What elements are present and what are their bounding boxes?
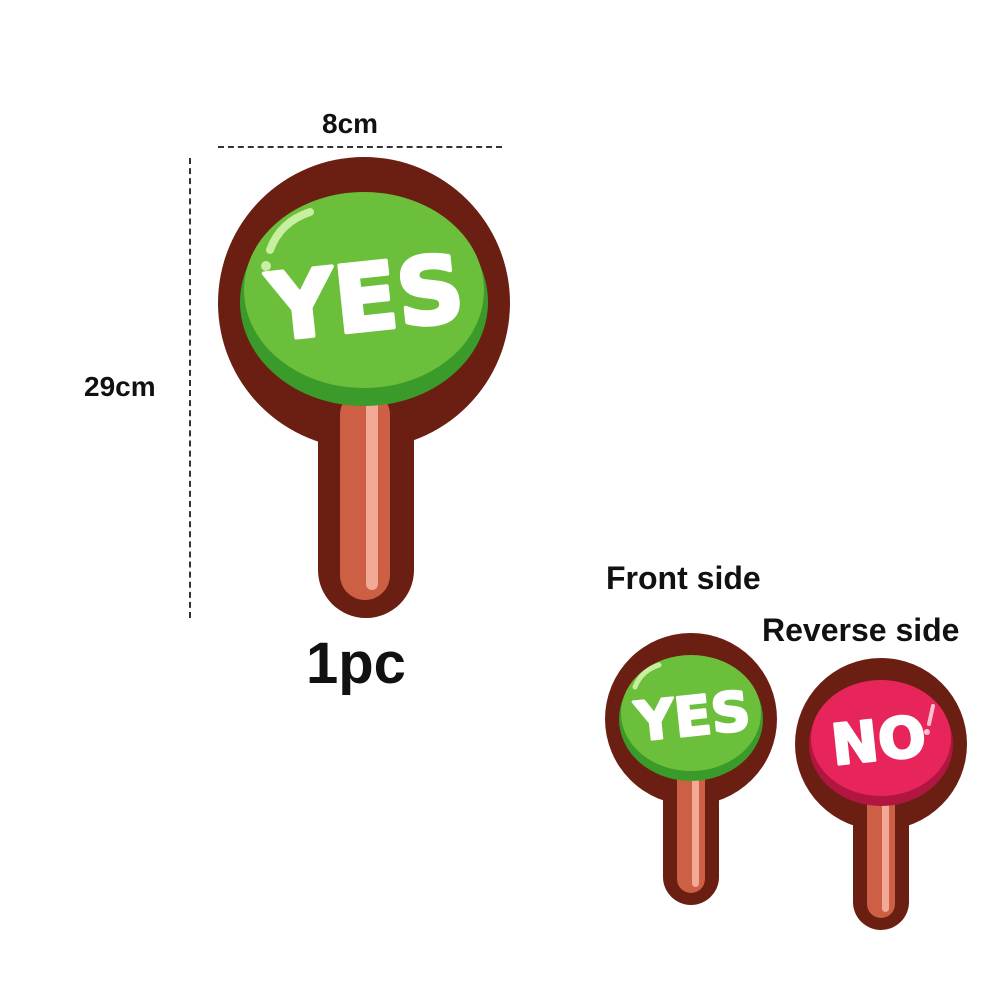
paddle-handle (340, 390, 390, 600)
paddle-text: YES (631, 679, 753, 754)
no-paddle-reverse: NO (795, 658, 967, 930)
width-dimension-line (218, 146, 502, 148)
width-label: 8cm (322, 108, 379, 139)
front-side-label: Front side (606, 560, 761, 596)
quantity-label: 1pc (306, 631, 406, 696)
reverse-side-label: Reverse side (762, 612, 960, 648)
yes-paddle-front: YES (605, 633, 777, 905)
paddle-text: NO (828, 704, 929, 779)
yes-paddle-large: YES (218, 157, 510, 618)
height-label: 29cm (84, 371, 156, 402)
height-dimension-line (189, 158, 191, 618)
paddle-text: YES (262, 235, 469, 362)
